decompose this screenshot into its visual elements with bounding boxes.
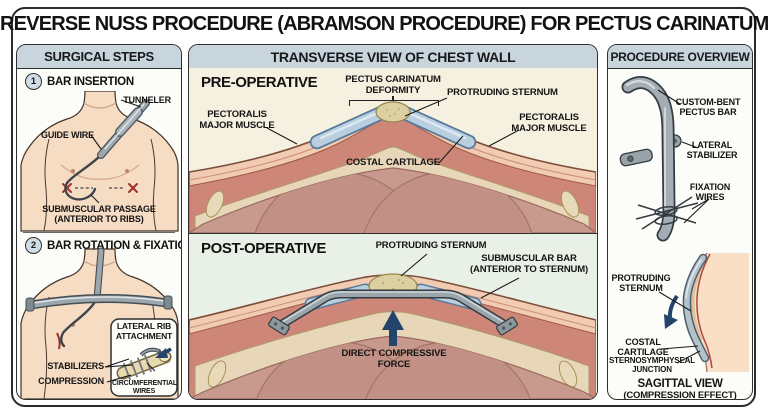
step1-number-badge: 1 <box>25 73 42 90</box>
procedure-overview-panel: PROCEDURE OVERVIEW <box>607 44 753 400</box>
procedure-overview-illustration <box>619 76 749 373</box>
bar-stabilizer-right <box>496 316 518 336</box>
costal-cartilage-label: COSTAL CARTILAGE <box>346 157 440 168</box>
guide-wire <box>64 153 103 201</box>
sternosymphyseal-junction-label: STERNOSYMPHYSEAL JUNCTION <box>608 356 696 375</box>
custom-bent-pectus-bar-label: CUSTOM-BENT PECTUS BAR <box>675 97 741 118</box>
post-operative-subpanel: POST-OPERATIVE PROTRUDING STERNUM SUBMUS… <box>189 233 597 399</box>
deformity-bracket <box>349 100 439 106</box>
fixation-wires-label: FIXATION WIRES <box>689 182 731 203</box>
guide-wire-label: GUIDE WIRE <box>41 130 95 140</box>
lateral-rib-inset-box <box>110 318 178 397</box>
step1-title: BAR INSERTION <box>47 75 134 88</box>
postop-protruding-sternum-label: PROTRUDING STERNUM <box>375 240 487 251</box>
step1-leader-lines <box>90 99 142 204</box>
step2-leader-lines <box>104 358 156 383</box>
surgical-steps-panel: SURGICAL STEPS 1 BAR INSERTION <box>16 44 182 400</box>
overview-leader-lines <box>657 89 710 364</box>
tunneler-instrument <box>97 99 150 159</box>
compressive-force-arrow <box>382 310 404 346</box>
chest-wall-preop <box>189 101 596 233</box>
pre-operative-title: PRE-OPERATIVE <box>201 74 318 91</box>
sagittal-view-footer: SAGITTAL VIEW (COMPRESSION EFFECT) <box>623 378 737 400</box>
incision-marks <box>62 183 138 193</box>
submuscular-passage-label: SUBMUSCULAR PASSAGE (ANTERIOR TO RIBS) <box>42 204 156 225</box>
compression-direction-arrow <box>664 294 679 329</box>
pectoralis-left-label: PECTORALIS MAJOR MUSCLE <box>199 109 275 131</box>
sagittal-view-art <box>664 252 749 373</box>
torso-step1 <box>20 91 179 232</box>
compression-label: COMPRESSION <box>38 376 104 386</box>
bar-insertion-illustration <box>20 91 179 232</box>
preop-leader-lines <box>266 97 520 164</box>
pectus-bar-front <box>25 293 173 312</box>
direct-compressive-force-label: DIRECT COMPRESSIVE FORCE <box>341 348 447 370</box>
sternum-preop <box>375 101 411 123</box>
transverse-view-panel: TRANSVERSE VIEW OF CHEST WALL <box>188 44 598 400</box>
sagittal-costal-cartilage-label: COSTAL CARTILAGE <box>617 337 669 358</box>
step2-title: BAR ROTATION & FIXATION <box>47 239 182 252</box>
lateral-stabilizer-label: LATERAL STABILIZER <box>686 140 738 161</box>
transverse-view-header: TRANSVERSE VIEW OF CHEST WALL <box>189 45 597 69</box>
introducer-rod <box>60 247 105 348</box>
post-operative-illustration <box>189 253 596 399</box>
pectus-carinatum-deformity-label: PECTUS CARINATUM DEFORMITY <box>345 74 441 96</box>
costal-cartilages-preop <box>309 106 477 150</box>
circumferential-wires-label: CIRCUMFERENTIAL WIRES <box>112 380 178 395</box>
surgical-steps-header: SURGICAL STEPS <box>17 45 181 69</box>
stabilizers-label: STABILIZERS <box>47 361 104 371</box>
post-operative-title: POST-OPERATIVE <box>201 240 326 257</box>
postop-leader-lines <box>400 253 520 299</box>
lateral-stabilizer-plate <box>619 148 653 167</box>
deformity-bracket-tick <box>392 96 394 100</box>
pre-operative-illustration <box>189 97 596 233</box>
preop-protruding-sternum-label: PROTRUDING STERNUM <box>447 87 558 98</box>
sagittal-protruding-sternum-label: PROTRUDING STERNUM <box>611 273 671 294</box>
step2-heading: 2 BAR ROTATION & FIXATION <box>25 237 182 254</box>
step2-number-badge: 2 <box>25 237 42 254</box>
submuscular-bar-label: SUBMUSCULAR BAR (ANTERIOR TO STERNUM) <box>469 253 589 275</box>
procedure-overview-header: PROCEDURE OVERVIEW <box>608 45 752 69</box>
lateral-rib-attachment-title: LATERAL RIB ATTACHMENT <box>115 321 173 341</box>
bar-stabilizer-left <box>268 316 290 336</box>
bar-rotation-illustration <box>20 247 179 399</box>
step1-heading: 1 BAR INSERTION <box>25 73 134 90</box>
tunneler-label: TUNNELER <box>123 95 171 105</box>
pre-operative-subpanel: PRE-OPERATIVE PECTUS CARINATUM DEFORMITY… <box>189 68 597 233</box>
pectoralis-right-label: PECTORALIS MAJOR MUSCLE <box>511 112 587 134</box>
submuscular-bar <box>268 289 518 336</box>
compression-arrow <box>155 347 172 358</box>
diagram-title: REVERSE NUSS PROCEDURE (ABRAMSON PROCEDU… <box>0 13 768 35</box>
sagittal-bar <box>682 253 710 363</box>
step-divider <box>23 232 175 233</box>
